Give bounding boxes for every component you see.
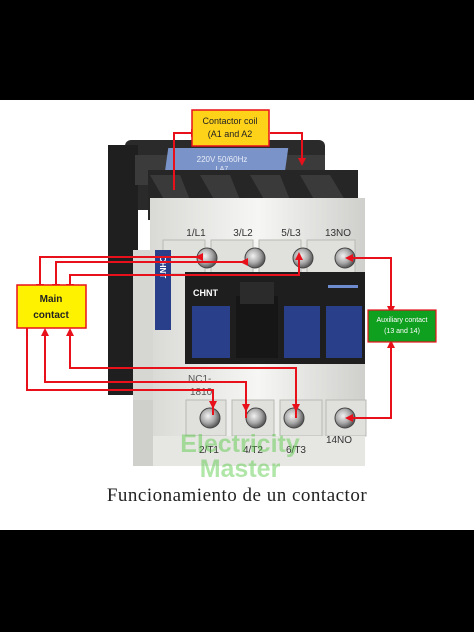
coil-label-line2: (A1 and A2: [208, 129, 253, 139]
main-wire-l3: [69, 258, 300, 287]
terminal-label-5-l3: 5/L3: [281, 228, 301, 239]
model-text: NC1-: [188, 374, 211, 385]
model-text-2: 1810: [190, 387, 213, 398]
coil-label-line1: Contactor coil: [202, 116, 257, 126]
terminal-label-4-t2: 4/T2: [243, 445, 263, 456]
front-panel: CHNT: [185, 272, 365, 364]
terminal-label-2-t1: 2/T1: [199, 445, 219, 456]
aux-label-line1: Auxiliary contact: [377, 317, 428, 324]
diagram-canvas: 220V 50/60Hz LA7 CHNT C: [0, 100, 474, 530]
wiring: [26, 132, 392, 419]
watermark-line-1: Electricity: [180, 430, 300, 458]
terminal-label-3-l2: 3/L2: [233, 228, 253, 239]
bottom-screws: [199, 407, 356, 429]
diagram-caption: Funcionamiento de un contactor: [106, 485, 368, 506]
rating-text: 220V 50/60Hz: [197, 155, 248, 164]
main-wire-l2: [55, 261, 247, 287]
coil-wire-a2: [270, 132, 303, 160]
terminal-label-1-l1: 1/L1: [186, 228, 206, 239]
terminal-label-13no: 13NO: [325, 228, 351, 239]
rating-text-2: LA7: [216, 166, 229, 173]
main-wire-t3: [69, 333, 297, 418]
side-brand-label: CHNT: [158, 256, 167, 278]
main-label-line2: contact: [33, 310, 69, 321]
coil-label-box: Contactor coil (A1 and A2: [191, 109, 270, 147]
rating-plate: 220V 50/60Hz LA7: [164, 148, 289, 176]
terminal-label-6-t3: 6/T3: [286, 445, 306, 456]
brand-label: CHNT: [193, 288, 218, 298]
contactor-base-left: [133, 400, 153, 466]
aux-wire-14: [351, 345, 392, 419]
main-wire-t2: [44, 333, 247, 418]
bottom-terminal-slots: [185, 399, 367, 437]
main-label-line1: Main: [40, 294, 63, 305]
watermark-line-2: Master: [199, 455, 281, 483]
aux-contact-box: Auxiliary contact (13 and 14): [367, 309, 437, 343]
side-branding: CHNT: [155, 250, 171, 330]
contactor-illustration: 220V 50/60Hz LA7 CHNT C: [16, 109, 437, 466]
coil-wire-a1: [173, 132, 193, 190]
contactor-base: [150, 436, 365, 466]
aux-label-line2: (13 and 14): [384, 328, 420, 335]
aux-wire-13: [351, 257, 392, 308]
terminal-label-14no: 14NO: [326, 435, 352, 446]
main-wire-l1: [39, 256, 201, 287]
main-contact-box: Main contact: [16, 284, 87, 329]
